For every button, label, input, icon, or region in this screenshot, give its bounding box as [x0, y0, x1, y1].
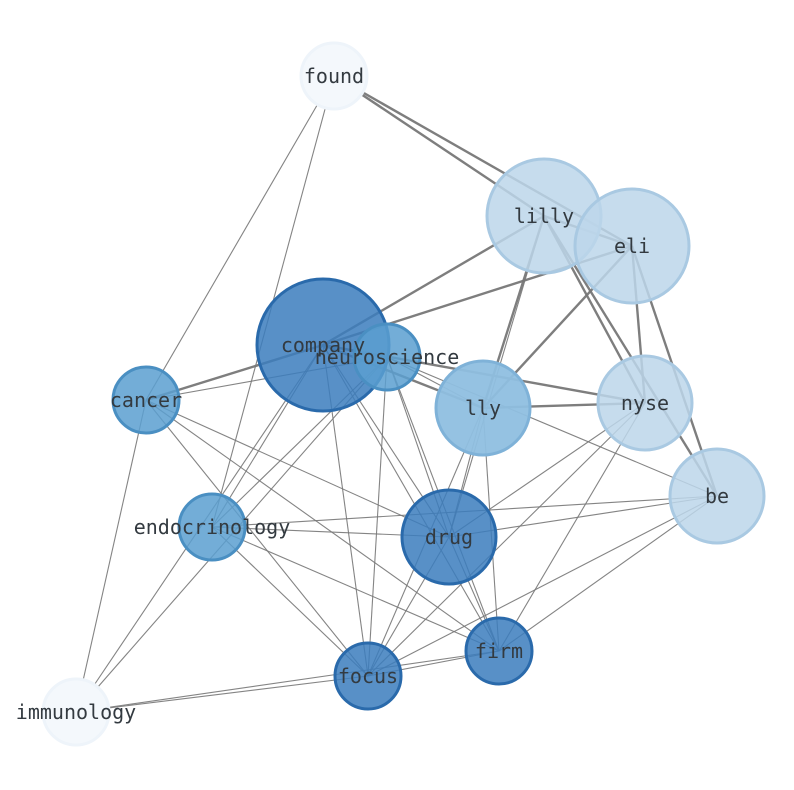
node-lly[interactable]	[434, 359, 532, 457]
edge-cancer-immunology	[75, 399, 147, 713]
node-be[interactable]	[668, 447, 766, 545]
node-immunology[interactable]	[41, 677, 111, 747]
edge-found-cancer	[145, 75, 335, 401]
node-layer	[41, 41, 766, 747]
node-label-be: be	[705, 484, 729, 508]
node-endocrinology[interactable]	[177, 492, 247, 562]
node-nyse[interactable]	[596, 354, 694, 452]
node-label-nyse: nyse	[621, 391, 669, 415]
edge-nyse-focus	[367, 402, 646, 677]
edge-cancer-firm	[145, 399, 500, 652]
node-label-focus: focus	[338, 664, 398, 688]
edge-endocrinology-focus	[211, 526, 369, 677]
edge-cancer-focus	[145, 399, 369, 677]
node-label-endocrinology: endocrinology	[134, 515, 291, 539]
node-drug[interactable]	[400, 488, 498, 586]
edge-cancer-drug	[145, 399, 450, 538]
node-firm[interactable]	[464, 616, 534, 686]
node-eli[interactable]	[573, 187, 691, 305]
node-found[interactable]	[299, 41, 369, 111]
node-label-lilly: lilly	[514, 204, 574, 228]
node-label-drug: drug	[425, 525, 473, 549]
edge-neuroscience-be	[386, 356, 718, 497]
edge-focus-immunology	[75, 675, 369, 713]
node-label-eli: eli	[614, 234, 650, 258]
node-label-found: found	[304, 64, 364, 88]
edge-endocrinology-firm	[211, 526, 500, 652]
node-neuroscience[interactable]	[352, 322, 422, 392]
node-label-lly: lly	[465, 396, 501, 420]
node-focus[interactable]	[333, 641, 403, 711]
node-label-cancer: cancer	[110, 388, 182, 412]
edge-firm-immunology	[75, 650, 500, 713]
node-label-immunology: immunology	[16, 700, 136, 724]
node-label-company: company	[281, 333, 365, 357]
node-cancer[interactable]	[111, 365, 181, 435]
node-label-neuroscience: neuroscience	[315, 345, 460, 369]
node-label-firm: firm	[475, 639, 523, 663]
edge-be-focus	[367, 495, 718, 677]
